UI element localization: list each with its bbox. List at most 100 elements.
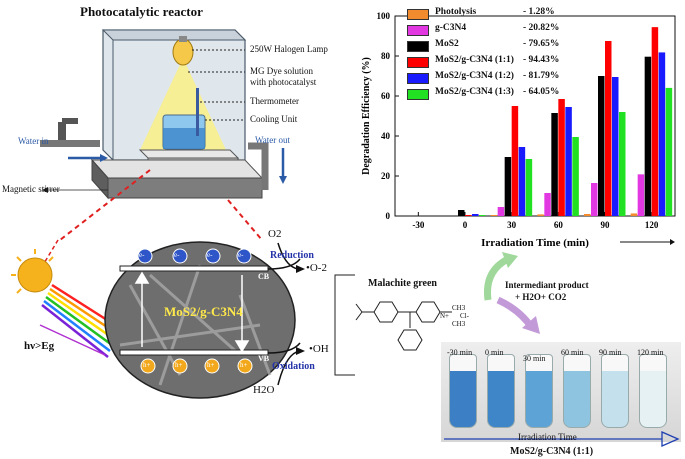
x-tick-label: 30	[507, 220, 517, 230]
bar	[591, 183, 598, 216]
thermometer-label: Thermometer	[250, 96, 299, 106]
h2o-label: H2O	[253, 384, 275, 396]
legend-swatch	[407, 89, 429, 100]
holes	[140, 358, 253, 374]
x-tick-label: 60	[554, 220, 564, 230]
reactor-top	[101, 29, 247, 41]
legend-swatch	[407, 57, 429, 68]
o2-label: O2	[268, 228, 282, 240]
bar	[658, 52, 666, 216]
y-tick-label: 60	[381, 91, 391, 101]
structure-bracket	[334, 274, 355, 376]
vb-label: VB	[258, 354, 270, 363]
bar	[490, 215, 498, 216]
legend-series-name: Photolysis	[435, 7, 477, 17]
cooling-unit-label: Cooling Unit	[250, 114, 298, 124]
vial-time-label: 0 min	[485, 348, 504, 357]
bar	[497, 207, 505, 216]
vial	[639, 354, 667, 428]
legend-series-value: - 79.65%	[523, 39, 560, 49]
legend-series-name: MoS2/g-C3N4 (1:1)	[435, 55, 514, 65]
molecule-name: Malachite green	[368, 278, 437, 289]
band-diagram	[11, 239, 305, 399]
bar	[565, 107, 572, 216]
reaction-arrows	[483, 252, 540, 334]
oxidation-label: Oxidation	[272, 361, 315, 372]
bar	[644, 56, 652, 217]
x-axis-arrowhead	[670, 239, 675, 245]
water-tap-icon	[58, 122, 66, 140]
electron-label: e-	[139, 251, 145, 259]
electron-label: e-	[174, 251, 180, 259]
bar	[525, 159, 533, 216]
legend-series-name: MoS2	[435, 39, 459, 49]
y-tick-label: 80	[381, 51, 391, 61]
x-tick-label: -30	[412, 220, 424, 230]
y-axis-label: Degradation Efficiency (%)	[361, 57, 372, 175]
y-tick-label: 0	[386, 211, 391, 221]
reactor-illustration	[40, 29, 287, 240]
light-bulb-icon	[17, 257, 53, 293]
reduction-label: Reduction	[270, 250, 314, 261]
legend-swatch	[407, 25, 429, 36]
halogen-lamp-icon	[172, 38, 194, 66]
legend-swatch	[407, 9, 429, 20]
electron-label: e-	[238, 251, 244, 259]
hole-label: h+	[240, 361, 248, 369]
bar	[544, 193, 551, 216]
irradiation-time-arrow	[444, 431, 680, 447]
legend-swatch	[407, 41, 429, 52]
bar	[605, 41, 612, 216]
nitrogen-label: N+	[440, 312, 450, 320]
legend-series-value: - 20.82%	[523, 23, 560, 33]
methyl-label: CH3	[452, 320, 466, 328]
bar	[551, 113, 558, 216]
plot-frame	[394, 15, 676, 217]
methyl-label: CH3	[452, 304, 466, 312]
vial	[449, 354, 477, 428]
conduction-band	[119, 265, 269, 272]
excitation-label: hν>Eg	[24, 340, 55, 352]
hole-label: h+	[207, 361, 215, 369]
bar	[511, 106, 519, 216]
bar	[630, 213, 638, 216]
vial-time-label: 30 min	[523, 354, 546, 363]
bar	[518, 147, 526, 216]
y-tick-label: 40	[381, 131, 391, 141]
bar	[612, 77, 619, 216]
hydroxyl-label: •OH	[309, 343, 329, 355]
zoom-line-left	[59, 169, 151, 240]
y-tick-label: 20	[381, 171, 391, 181]
x-tick-label: 0	[463, 220, 468, 230]
bar	[465, 215, 472, 216]
bar	[472, 214, 479, 216]
vial-arrow-label: Irradiation Time	[518, 432, 577, 442]
water-in-label: Water in	[18, 136, 49, 146]
lamp-label: 250W Halogen Lamp	[250, 44, 328, 54]
bar	[558, 99, 565, 216]
legend-series-name: MoS2/g-C3N4 (1:2)	[435, 71, 514, 81]
bar	[598, 76, 605, 216]
vial-time-label: 90 min	[599, 348, 622, 357]
vial-catalyst-label: MoS2/g-C3N4 (1:1)	[510, 446, 594, 457]
vial-time-label: -30 min	[447, 348, 473, 357]
legend-series-value: - 1.28%	[523, 7, 555, 17]
product-line1: Intermediant product	[505, 280, 589, 290]
legend-series-name: MoS2/g-C3N4 (1:3)	[435, 87, 514, 97]
outlet-pipe	[248, 142, 269, 190]
reactor-base	[107, 177, 263, 199]
valence-band	[119, 349, 269, 356]
product-line2: + H2O+ CO2	[515, 292, 567, 302]
bar	[504, 157, 512, 216]
vial	[563, 354, 591, 428]
x-tick-label: 90	[601, 220, 611, 230]
chloride-label: Cl-	[460, 312, 469, 320]
reduction-arrow	[267, 258, 301, 270]
hole-label: h+	[175, 361, 183, 369]
bar	[665, 87, 673, 217]
vial-time-label: 120 min	[637, 348, 664, 357]
legend-series-value: - 94.43%	[523, 55, 560, 65]
vial	[487, 354, 515, 428]
